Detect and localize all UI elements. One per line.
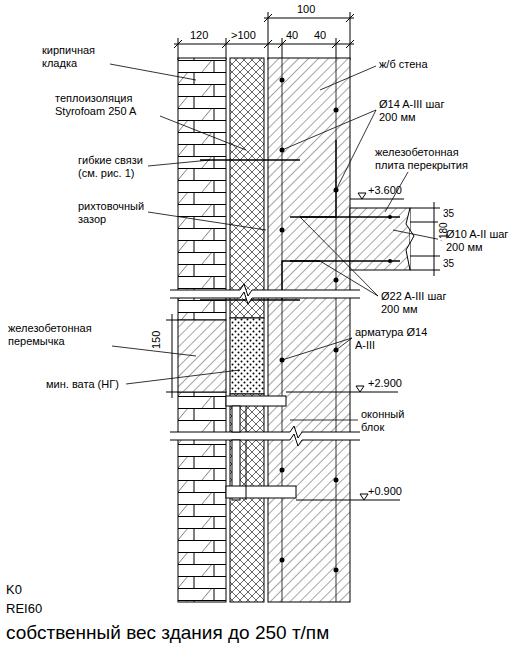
label-text: гибкие связи (см. рис. 1) — [78, 154, 148, 180]
label-text: 35 — [443, 208, 454, 220]
label-text: 35 — [443, 258, 454, 270]
label-text: теплоизоляция Styrofoam 250 A — [55, 92, 160, 118]
label-text: Ø22 A-III шаг 200 мм — [381, 290, 453, 316]
label-text: 40 — [286, 29, 298, 42]
label-text: 150 — [150, 330, 163, 350]
label-text: кирпичная кладка — [42, 44, 110, 70]
label-text: Ø14 A-III шаг 200 мм — [379, 98, 449, 124]
label-text: +0.900 — [368, 485, 402, 498]
label-text: мин. вата (НГ) — [46, 378, 119, 391]
label-text: железобетонная перемычка — [8, 322, 112, 348]
label-text: REI60 — [6, 601, 42, 616]
label-text: оконный блок — [361, 408, 421, 434]
label-text: собственный вес здания до 250 т/пм — [6, 622, 329, 644]
label-text: +2.900 — [368, 377, 402, 390]
label-text: железобетонная плита перекрытия — [375, 146, 485, 172]
label-text: 40 — [314, 29, 326, 42]
label-text: рихтовочный зазор — [78, 200, 148, 226]
label-text: >100 — [231, 29, 256, 42]
label-text: ж/б стена — [379, 58, 428, 71]
label-text: Ø10 A-II шаг 200 мм — [446, 228, 518, 254]
label-text: +3.600 — [368, 184, 402, 197]
label-text: арматура Ø14 A-III — [355, 326, 435, 352]
label-text: K0 — [6, 582, 22, 597]
label-text: 120 — [190, 29, 208, 42]
label-text: 100 — [297, 3, 315, 16]
